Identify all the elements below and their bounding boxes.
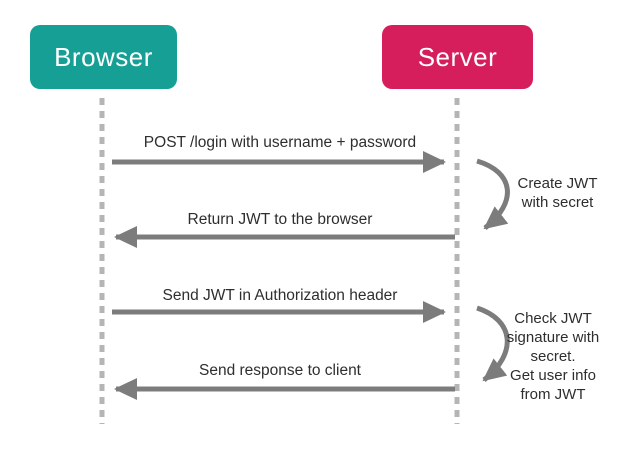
message-label-send-response: Send response to client	[199, 362, 361, 379]
actor-browser: Browser	[30, 25, 177, 89]
message-label-return-jwt: Return JWT to the browser	[187, 211, 373, 228]
message-label-send-jwt: Send JWT in Authorization header	[162, 287, 398, 304]
actor-server-label: Server	[417, 41, 498, 72]
note-check-jwt: Check JWT signature with secret. Get use…	[506, 310, 600, 403]
note-create-jwt: Create JWT with secret	[517, 175, 598, 211]
self-loop-check-jwt	[476, 305, 510, 382]
message-label-post-login: POST /login with username + password	[143, 134, 417, 151]
actor-server: Server	[382, 25, 533, 89]
actor-browser-label: Browser	[54, 41, 153, 72]
self-loop-create-jwt	[476, 158, 510, 230]
